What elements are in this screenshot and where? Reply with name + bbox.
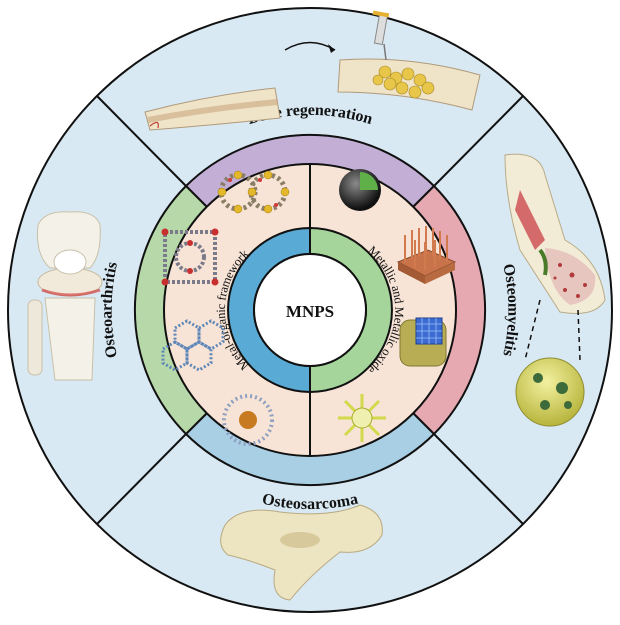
center-circle: [253, 253, 367, 367]
femur-osteomyelitis-illustration: [504, 153, 606, 361]
mof-hexagonal-structure: [161, 319, 225, 372]
nanocube-structure: [399, 317, 447, 367]
mof-cage-structure: [161, 228, 219, 286]
mof-core-shell-structure: [222, 394, 274, 446]
center-label: MNPS: [286, 302, 334, 321]
label-osteoarthritis: Osteoarthritis: [99, 260, 121, 359]
bone-graft-implanted-illustration: [337, 10, 481, 111]
core-shell-sphere: [339, 169, 381, 211]
bone-graft-illustration: [144, 87, 281, 131]
spiky-nanoparticle: [338, 394, 386, 442]
syringe-icon: [372, 10, 390, 61]
label-osteomyelitis: Osteomyelitis: [499, 262, 521, 358]
nanorod-array: [396, 226, 457, 284]
pelvis-bone-illustration: [220, 504, 383, 601]
bacteria-sphere-illustration: [515, 357, 585, 427]
quadrant-dividers: [96, 95, 524, 525]
label-osteosarcoma: Osteosarcoma: [261, 491, 360, 513]
knee-joint-illustration: [27, 211, 103, 381]
mof-chain-structure: [217, 170, 290, 214]
